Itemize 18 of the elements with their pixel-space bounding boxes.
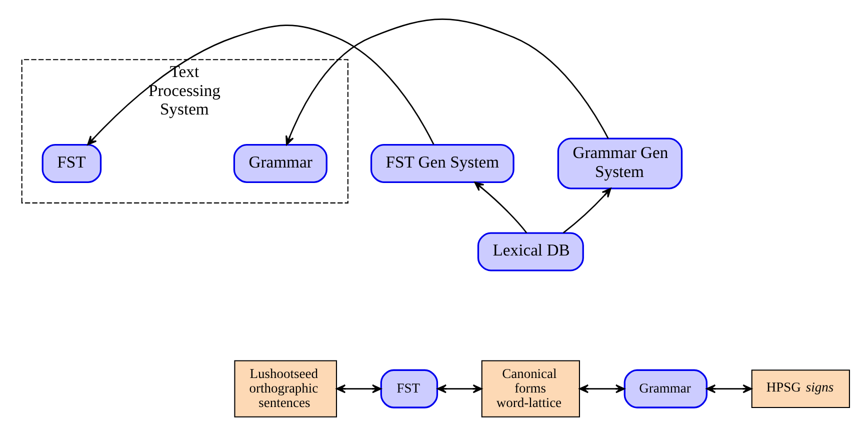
- arrow: [285, 18, 608, 145]
- arrow: [706, 384, 752, 393]
- arrow: [336, 384, 382, 393]
- arrow: [562, 187, 611, 233]
- arrow: [578, 384, 625, 393]
- node-box: Grammar: [232, 143, 327, 182]
- node-box: FST: [380, 368, 438, 408]
- node-box: Grammar Gen System: [556, 137, 682, 189]
- node-box: FST Gen System: [370, 143, 514, 182]
- arrow: [474, 181, 527, 233]
- node-box: Canonical forms word-lattice: [480, 360, 580, 417]
- node-box: Lexical DB: [476, 232, 584, 271]
- node-box: HPSG signs: [750, 369, 850, 408]
- arrow: [436, 384, 482, 393]
- node-box: FST: [41, 143, 102, 182]
- arrow: [86, 24, 434, 145]
- node-box: Grammar: [623, 368, 707, 408]
- node-box: Lushootseed orthographic sentences: [234, 360, 336, 417]
